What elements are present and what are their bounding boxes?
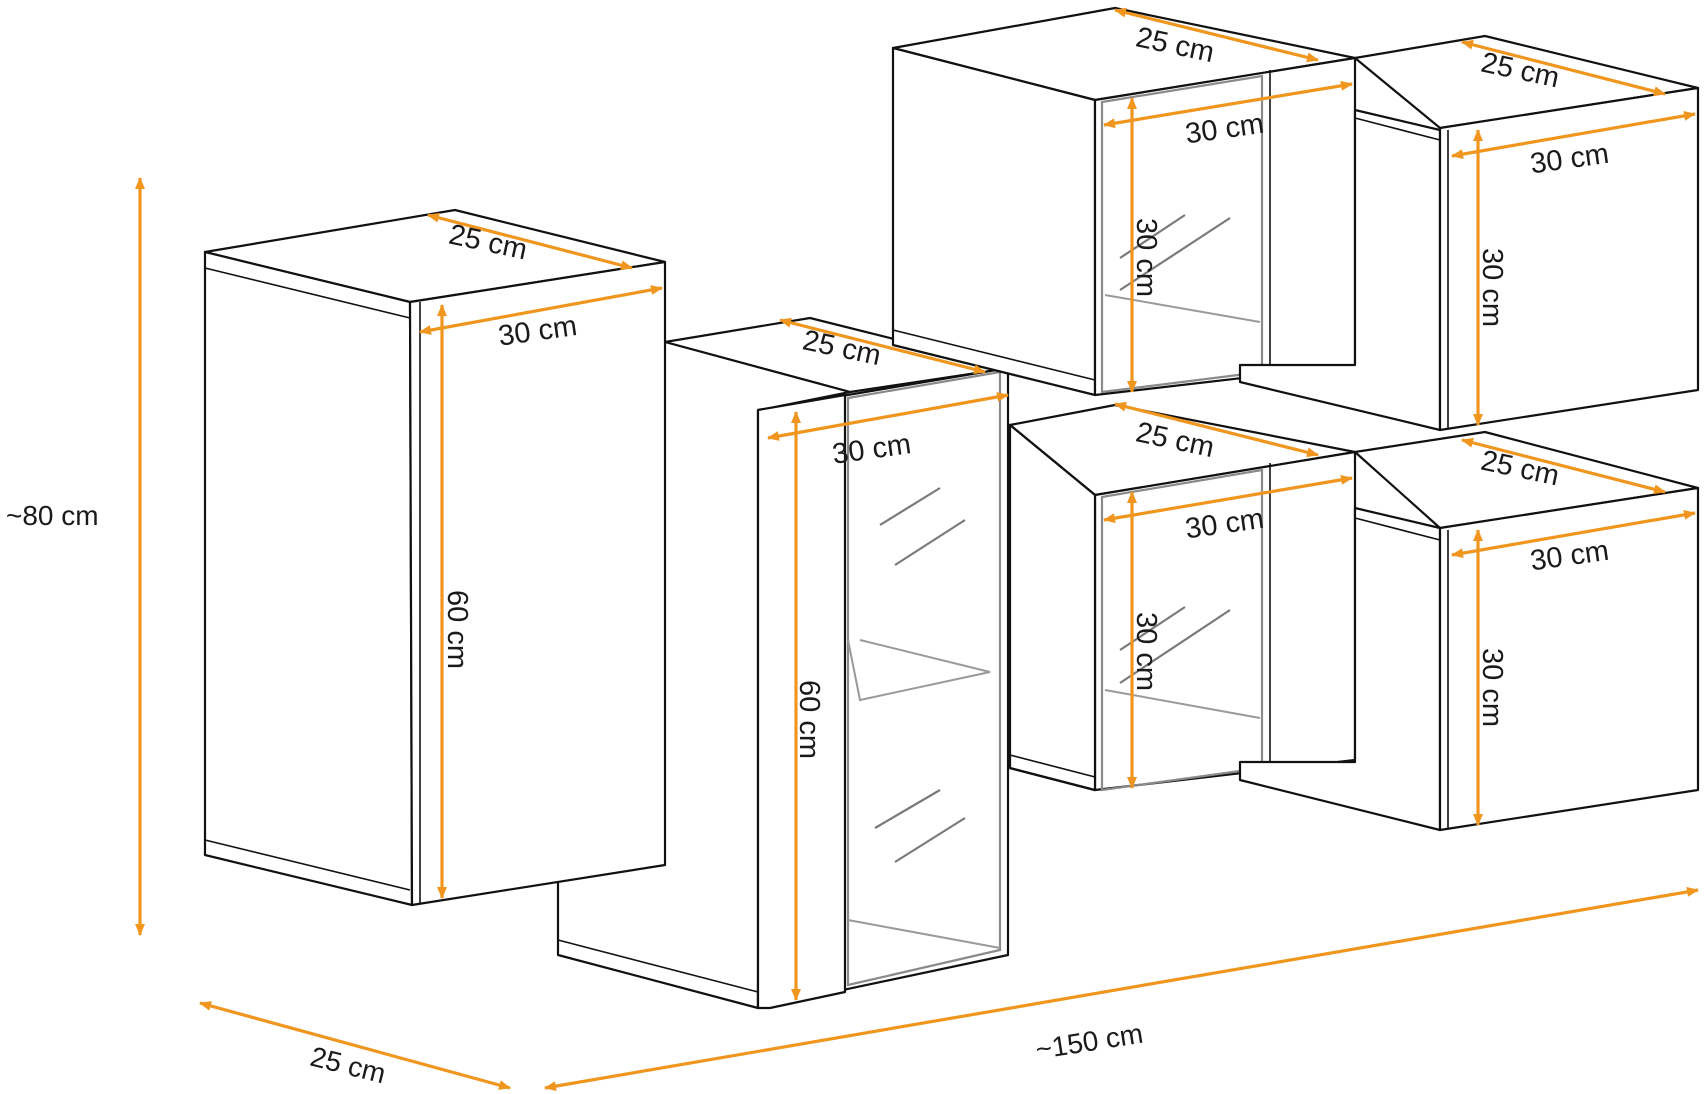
tall-left-height-label: 60 cm — [441, 590, 473, 669]
cabinet-cube-top-glass — [891, 6, 1357, 397]
cube-top-right-width-arrow — [1451, 110, 1696, 160]
overall-width-label: ~150 cm — [1033, 1018, 1145, 1066]
cube-bottom-right-width-arrow — [1451, 509, 1696, 559]
tall-glass-width-arrow — [767, 392, 1009, 441]
overall-height-label: ~80 cm — [6, 500, 99, 531]
cube-bottom-glass-width-arrow — [1103, 474, 1353, 524]
cabinet-cube-bottom-glass — [1008, 403, 1357, 792]
overall-width-arrow — [544, 886, 1699, 1092]
overall-depth-arrow — [199, 1001, 511, 1090]
cube-top-right-height-label: 30 cm — [1476, 248, 1508, 327]
cube-bottom-right-height-label: 30 cm — [1476, 648, 1508, 727]
cube-bottom-glass-depth-arrow — [1114, 401, 1319, 458]
cube-top-glass-width-arrow — [1103, 80, 1353, 129]
overall-depth-label: 25 cm — [307, 1041, 388, 1090]
tall-left-width-arrow — [419, 285, 663, 335]
cube-bottom-glass-height-label: 30 cm — [1130, 612, 1162, 691]
cabinet-tall-left — [203, 208, 667, 907]
cube-bottom-right-depth-arrow — [1461, 437, 1666, 495]
tall-left-depth-arrow — [427, 212, 633, 271]
tall-glass-height-label: 60 cm — [793, 680, 825, 759]
cube-top-glass-depth-arrow — [1114, 7, 1319, 63]
cube-top-right-depth-arrow — [1461, 39, 1666, 97]
dimension-lines — [135, 7, 1699, 1092]
tall-glass-depth-arrow — [779, 317, 986, 375]
cube-top-glass-height-label: 30 cm — [1130, 218, 1162, 297]
